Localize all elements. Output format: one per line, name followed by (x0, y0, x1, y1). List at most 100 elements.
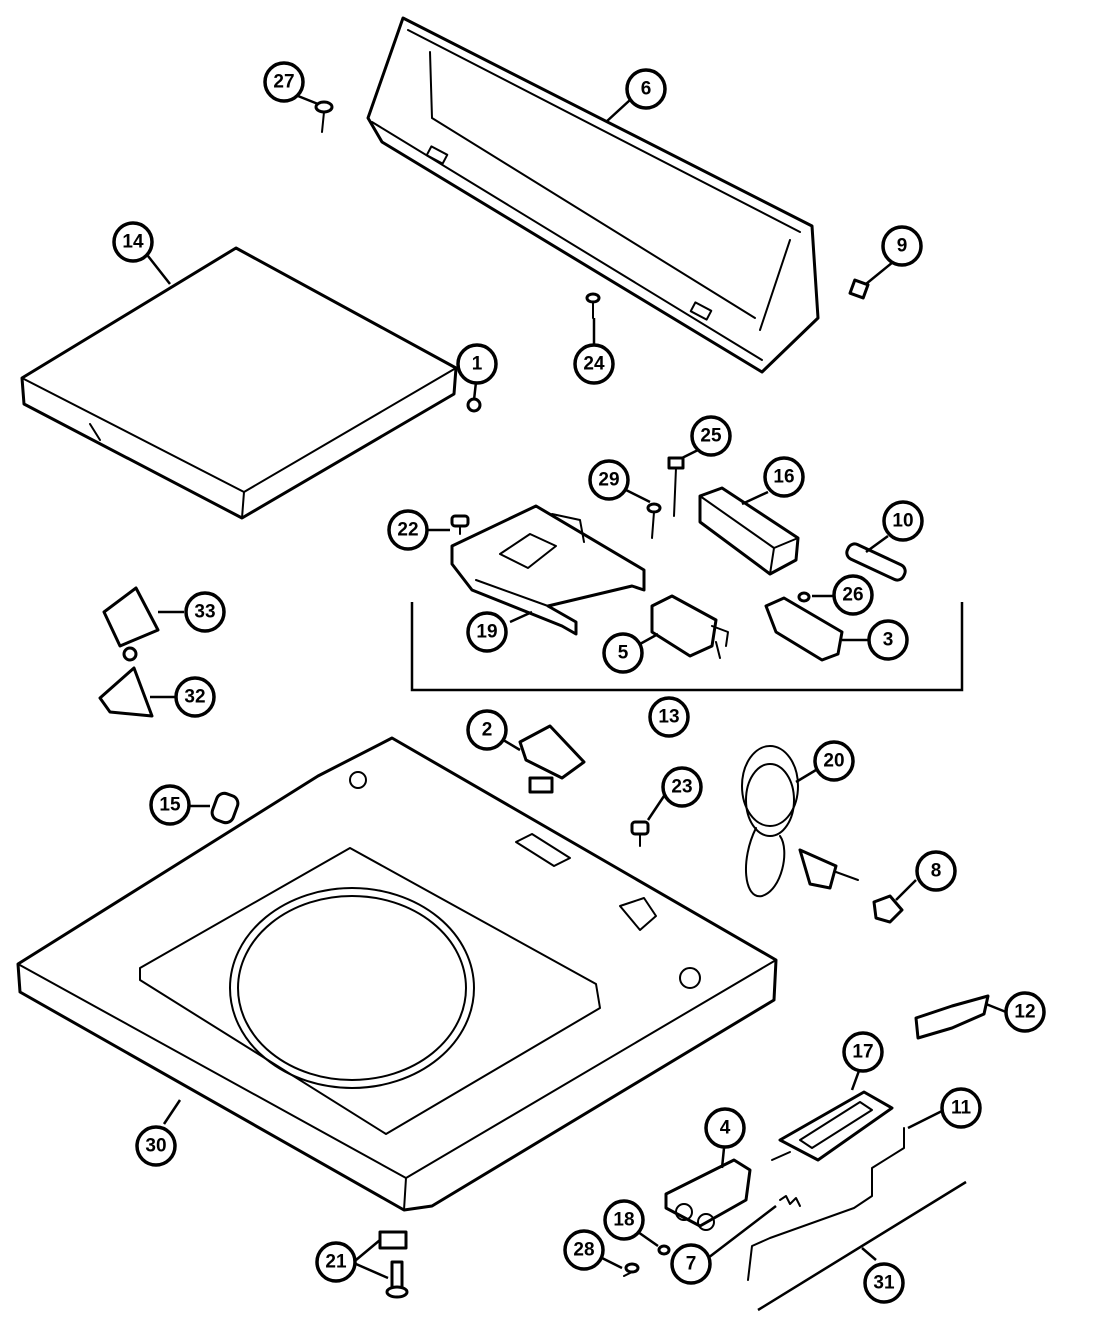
callout-22: 22 (387, 509, 429, 551)
group-bracket-31 (757, 1180, 967, 1312)
lid (20, 246, 458, 520)
screw-23 (630, 820, 650, 847)
svg-text:31: 31 (873, 1273, 895, 1294)
rubber-foot-32 (98, 666, 154, 718)
callout-6: 6 (625, 68, 667, 110)
callout-15: 15 (149, 784, 191, 826)
svg-text:28: 28 (573, 1240, 594, 1261)
rod-11 (747, 1127, 905, 1281)
svg-text:14: 14 (122, 232, 144, 253)
svg-text:9: 9 (897, 236, 908, 257)
callout-10: 10 (882, 500, 924, 542)
callout-5: 5 (602, 632, 644, 674)
callout-7: 7 (670, 1243, 712, 1285)
callout-4: 4 (704, 1107, 746, 1149)
callout-29: 29 (588, 459, 630, 501)
screw-22 (450, 514, 470, 535)
callout-26: 26 (832, 574, 874, 616)
svg-text:5: 5 (618, 643, 629, 664)
switch-box-16 (698, 486, 800, 576)
svg-text:20: 20 (823, 751, 844, 772)
svg-text:10: 10 (892, 511, 913, 532)
callout-16: 16 (763, 456, 805, 498)
callout-32: 32 (174, 676, 216, 718)
switch-5 (650, 594, 729, 659)
callout-2: 2 (466, 709, 508, 751)
svg-text:21: 21 (325, 1252, 347, 1273)
leader-lines (147, 94, 1007, 1280)
callout-25: 25 (690, 415, 732, 457)
svg-text:32: 32 (184, 687, 205, 708)
switch-bracket-3 (764, 596, 844, 662)
svg-text:8: 8 (931, 861, 942, 882)
actuator-2 (518, 724, 586, 794)
clip-9 (848, 278, 870, 300)
callout-27: 27 (263, 61, 305, 103)
callout-30: 30 (135, 1125, 177, 1167)
svg-text:27: 27 (273, 72, 294, 93)
svg-text:2: 2 (482, 720, 493, 741)
power-cord-20 (741, 745, 859, 898)
group-bracket-13 (410, 602, 964, 692)
callout-33: 33 (184, 591, 226, 633)
strain-relief-8 (872, 894, 904, 924)
clip-screw-21 (378, 1230, 409, 1299)
svg-text:3: 3 (883, 630, 894, 651)
callout-9: 9 (881, 225, 923, 267)
callout-31: 31 (863, 1262, 905, 1304)
svg-text:29: 29 (598, 470, 619, 491)
svg-text:1: 1 (472, 354, 483, 375)
console-backsplash (366, 16, 820, 374)
spring-7 (779, 1195, 801, 1207)
callout-18: 18 (603, 1199, 645, 1241)
callout-11: 11 (940, 1087, 982, 1129)
svg-text:6: 6 (641, 79, 652, 100)
callout-23: 23 (661, 766, 703, 808)
svg-text:18: 18 (613, 1210, 634, 1231)
cap-15 (210, 791, 240, 825)
screw-25 (667, 456, 685, 517)
leveling-foot-33 (102, 586, 160, 662)
svg-text:25: 25 (700, 426, 722, 447)
callout-19: 19 (466, 611, 508, 653)
callout-3: 3 (867, 619, 909, 661)
top-cover-30 (16, 736, 778, 1212)
fuse-10 (845, 542, 907, 582)
clamp-12 (914, 994, 990, 1040)
screw-26 (797, 591, 811, 603)
bracket-19 (450, 504, 646, 636)
svg-text:22: 22 (397, 520, 418, 541)
washer-18 (657, 1244, 671, 1256)
svg-text:4: 4 (720, 1118, 731, 1139)
callout-8: 8 (915, 850, 957, 892)
svg-text:23: 23 (671, 777, 692, 798)
svg-text:13: 13 (658, 707, 679, 728)
svg-text:30: 30 (145, 1136, 166, 1157)
lever-17 (771, 1090, 894, 1162)
callout-24: 24 (573, 343, 615, 385)
bumper-1 (466, 397, 482, 413)
svg-text:12: 12 (1014, 1002, 1035, 1023)
callout-14: 14 (112, 221, 154, 263)
callout-13: 13 (648, 696, 690, 738)
callout-12: 12 (1004, 991, 1046, 1033)
svg-text:33: 33 (194, 602, 215, 623)
screw-24 (585, 292, 601, 319)
svg-text:24: 24 (583, 354, 605, 375)
callout-28: 28 (563, 1229, 605, 1271)
screw-27 (314, 100, 334, 133)
svg-text:26: 26 (842, 585, 863, 606)
callout-20: 20 (813, 740, 855, 782)
callout-1: 1 (456, 343, 498, 385)
screw-29 (646, 502, 662, 539)
svg-text:7: 7 (686, 1254, 697, 1275)
lid-switch-4 (664, 1158, 752, 1231)
svg-text:11: 11 (951, 1098, 972, 1119)
callout-21: 21 (315, 1241, 357, 1283)
svg-text:17: 17 (852, 1042, 873, 1063)
callout-17: 17 (842, 1031, 884, 1073)
svg-text:16: 16 (773, 467, 794, 488)
svg-text:15: 15 (159, 795, 181, 816)
screw-28 (623, 1262, 640, 1277)
